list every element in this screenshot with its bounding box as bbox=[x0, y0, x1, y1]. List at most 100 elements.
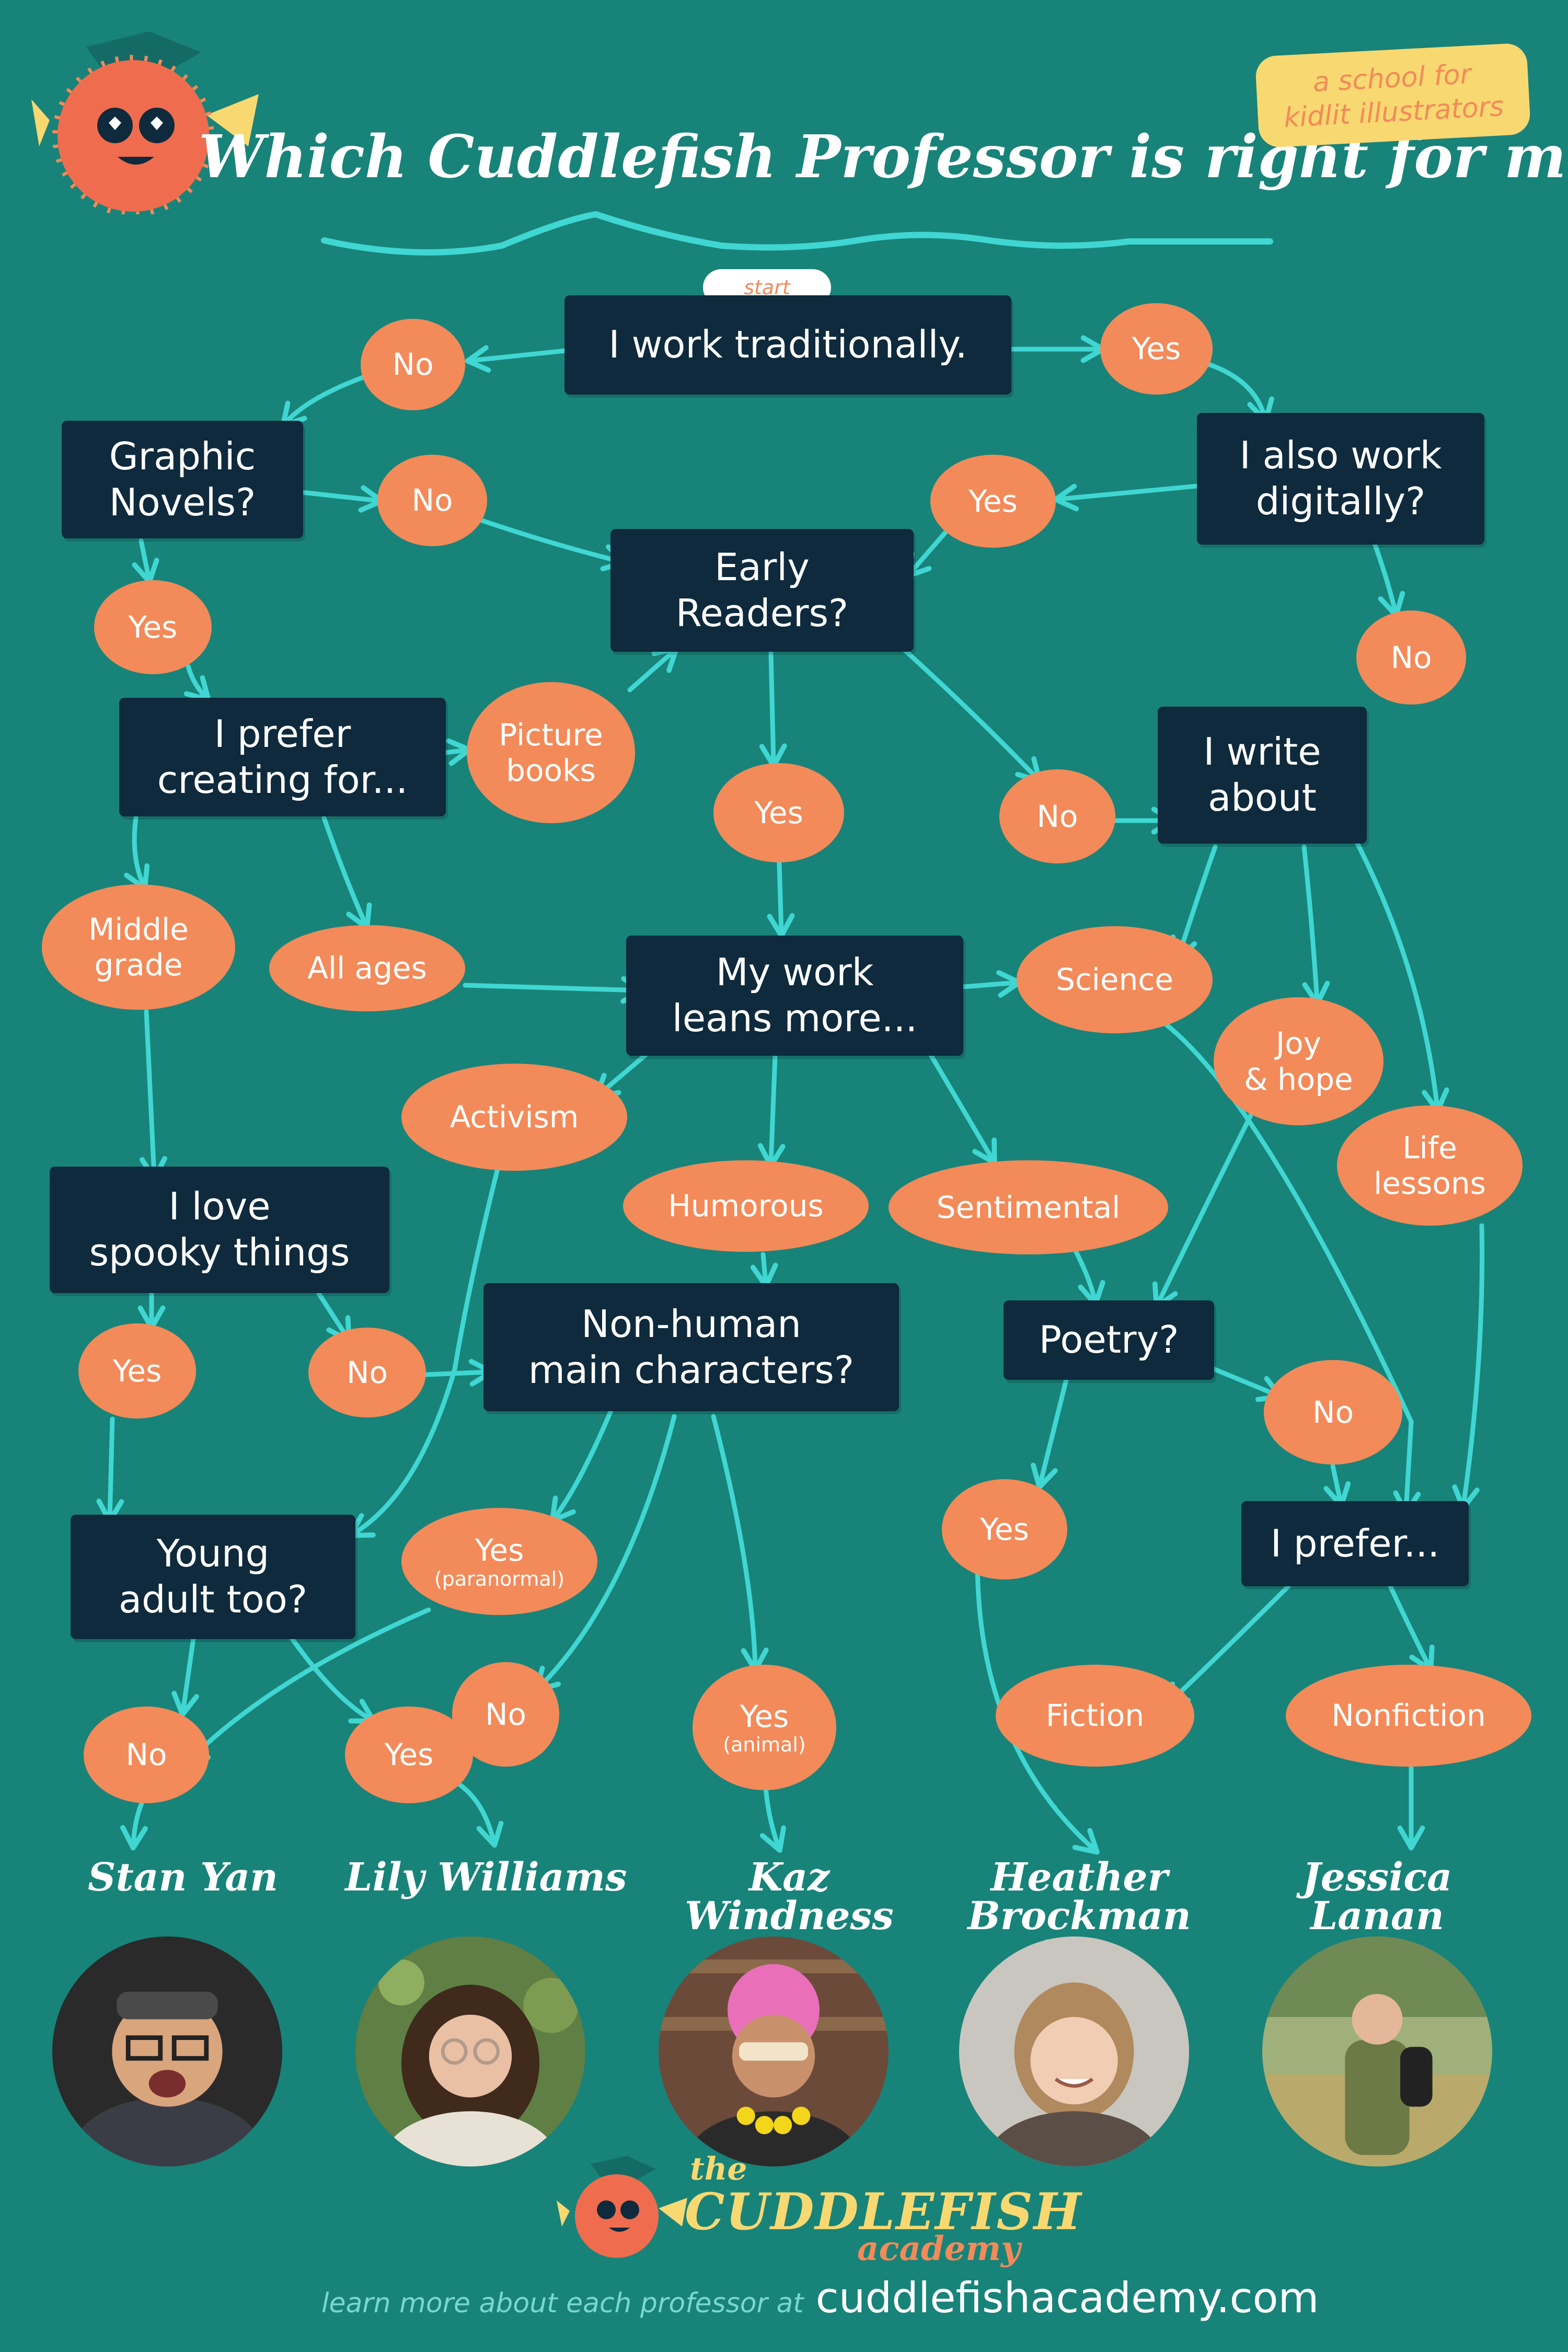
pufferfish-mascot-icon bbox=[31, 31, 259, 214]
answer-humorous: Humorous bbox=[623, 1160, 869, 1252]
q-spooky: I love spooky things bbox=[50, 1167, 389, 1293]
q-write-about: I write about bbox=[1158, 707, 1367, 844]
q-poetry: Poetry? bbox=[1004, 1300, 1214, 1380]
arrow-12 bbox=[443, 738, 472, 766]
arrow-34 bbox=[316, 1291, 352, 1343]
q-graphic-novels: Graphic Novels? bbox=[62, 421, 303, 538]
yes-animal-label: Yes bbox=[740, 1698, 789, 1734]
paranormal-note: (paranormal) bbox=[434, 1567, 565, 1590]
answer-yes-young-adult: Yes bbox=[345, 1707, 473, 1803]
arrow-1 bbox=[465, 345, 583, 373]
answer-picture-books: Picture books bbox=[467, 682, 635, 823]
arrow-11 bbox=[183, 664, 211, 702]
arrow-20 bbox=[124, 815, 150, 891]
answer-sentimental: Sentimental bbox=[889, 1160, 1168, 1254]
answer-no-graphic: No bbox=[377, 455, 487, 546]
arrow-19 bbox=[1351, 834, 1449, 1114]
arrow-3 bbox=[280, 374, 368, 428]
professor-name-jessica-lanan[interactable]: Jessica Lanan bbox=[1302, 1855, 1452, 1939]
arrow-31 bbox=[140, 1009, 167, 1182]
arrow-44 bbox=[348, 1150, 504, 1538]
q-young-adult: Young adult too? bbox=[71, 1515, 355, 1639]
answer-yes-graphic: Yes bbox=[94, 580, 212, 674]
animal-note: (animal) bbox=[723, 1733, 806, 1757]
arrow-30 bbox=[1452, 1223, 1485, 1511]
answer-no-traditional: No bbox=[361, 319, 465, 410]
answer-no-spooky: No bbox=[308, 1328, 426, 1417]
answer-yes-traditional: Yes bbox=[1100, 303, 1213, 395]
arrow-37 bbox=[1200, 1362, 1283, 1402]
arrow-22 bbox=[463, 976, 646, 1004]
arrow-43 bbox=[711, 1414, 769, 1673]
wave-line bbox=[321, 211, 1273, 256]
arrow-13 bbox=[627, 646, 679, 693]
answer-yes-digital: Yes bbox=[930, 455, 1056, 548]
arrow-42 bbox=[534, 1414, 677, 1693]
brand-academy: academy bbox=[857, 2229, 1021, 2268]
professor-photo-jessica-lanan[interactable] bbox=[1262, 1936, 1492, 2166]
brand-logo: the CUDDLEFISH academy bbox=[685, 2146, 1081, 2268]
professor-photo-heather-brockman-lee[interactable] bbox=[959, 1936, 1189, 2166]
answer-middle-grade: Middle grade bbox=[42, 884, 235, 1010]
arrow-41 bbox=[549, 1401, 617, 1524]
footer: learn more about each professor at cuddl… bbox=[321, 2274, 1356, 2322]
footer-url-link[interactable]: cuddlefishacademy.com bbox=[815, 2274, 1319, 2322]
arrow-9 bbox=[132, 538, 159, 585]
answer-no-digital: No bbox=[1356, 610, 1466, 705]
answer-no-young-adult: No bbox=[84, 1707, 209, 1803]
professor-name-kaz-windness[interactable]: Kaz Windness bbox=[685, 1855, 894, 1939]
answer-yes-spooky: Yes bbox=[78, 1323, 196, 1419]
arrow-45 bbox=[1163, 1584, 1291, 1709]
q-i-prefer: I prefer... bbox=[1241, 1501, 1469, 1586]
answer-fiction: Fiction bbox=[996, 1665, 1194, 1767]
professor-name-stan-yan[interactable]: Stan Yan bbox=[88, 1855, 278, 1900]
q-leans-more: My work leans more... bbox=[626, 936, 963, 1056]
arrow-15 bbox=[891, 638, 1042, 783]
arrow-39 bbox=[96, 1416, 124, 1524]
professor-photo-kaz-windness[interactable] bbox=[659, 1936, 889, 2166]
answer-activism: Activism bbox=[401, 1064, 627, 1171]
arrow-40 bbox=[1031, 1377, 1069, 1490]
brand-the: the bbox=[690, 2151, 747, 2187]
answer-yes-paranormal: Yes (paranormal) bbox=[401, 1508, 597, 1615]
arrow-29 bbox=[1152, 1095, 1262, 1309]
answer-no-early-readers: No bbox=[999, 769, 1115, 863]
answer-no-poetry: No bbox=[1264, 1360, 1402, 1465]
arrow-17 bbox=[1170, 844, 1218, 962]
answer-nonfiction: Nonfiction bbox=[1286, 1665, 1531, 1767]
arrow-4 bbox=[1194, 358, 1274, 424]
arrow-46 bbox=[1388, 1584, 1435, 1673]
arrow-6 bbox=[470, 515, 628, 571]
arrow-52 bbox=[759, 1785, 787, 1853]
q-work-traditionally: I work traditionally. bbox=[564, 295, 1011, 395]
arrow-7 bbox=[1053, 483, 1200, 512]
answer-yes-poetry: Yes bbox=[942, 1479, 1067, 1579]
arrow-10 bbox=[1372, 541, 1405, 618]
brand-cuddlefish: CUDDLEFISH bbox=[685, 2182, 1082, 2241]
arrow-28 bbox=[923, 1043, 997, 1166]
arrow-27 bbox=[757, 1053, 786, 1169]
answer-science: Science bbox=[1017, 926, 1213, 1033]
arrow-21 bbox=[321, 815, 372, 930]
arrow-24 bbox=[961, 970, 1022, 998]
answer-all-ages: All ages bbox=[269, 925, 465, 1011]
arrow-14 bbox=[759, 651, 787, 769]
answer-yes-early-readers: Yes bbox=[713, 763, 844, 862]
answer-yes-animal: Yes (animal) bbox=[693, 1665, 836, 1790]
professor-photo-stan-yan[interactable] bbox=[52, 1936, 282, 2166]
yes-paranormal-label: Yes bbox=[475, 1532, 524, 1569]
arrow-5 bbox=[290, 485, 385, 513]
arrow-50 bbox=[183, 1607, 431, 1766]
arrow-35 bbox=[423, 1358, 494, 1387]
q-early-readers: Early Readers? bbox=[610, 529, 914, 652]
professor-name-lily-williams[interactable]: Lily Williams bbox=[345, 1855, 627, 1900]
professor-photo-lily-williams[interactable] bbox=[355, 1936, 585, 2166]
arrow-47 bbox=[171, 1636, 199, 1717]
q-also-digital: I also work digitally? bbox=[1197, 413, 1484, 545]
footer-lead: learn more about each professor at bbox=[321, 2288, 804, 2319]
arrow-48 bbox=[287, 1633, 376, 1724]
arrow-38 bbox=[1323, 1463, 1351, 1508]
